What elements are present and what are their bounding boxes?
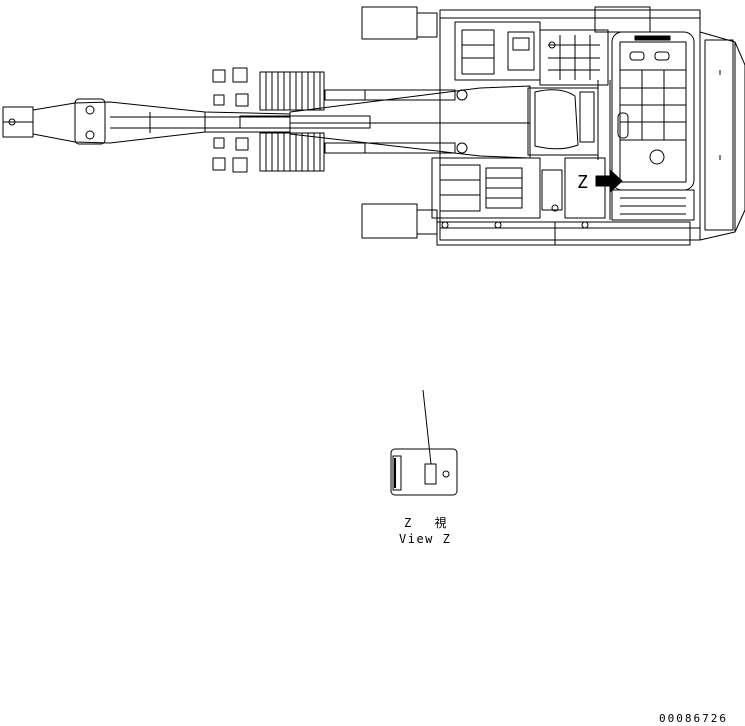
drawing-number: 00086726 <box>659 712 728 725</box>
crawler-tracks <box>361 6 691 246</box>
hose-reels <box>212 67 325 173</box>
leader-line <box>422 389 432 465</box>
upper-structure <box>431 9 745 241</box>
view-caption-english: View Z <box>399 532 452 546</box>
view-z-detail <box>390 389 458 496</box>
view-caption-japanese: Z 視 <box>404 516 455 530</box>
view-marker-z: Z <box>577 172 588 193</box>
caution-plate <box>424 463 437 485</box>
view-direction-arrow <box>595 169 623 193</box>
